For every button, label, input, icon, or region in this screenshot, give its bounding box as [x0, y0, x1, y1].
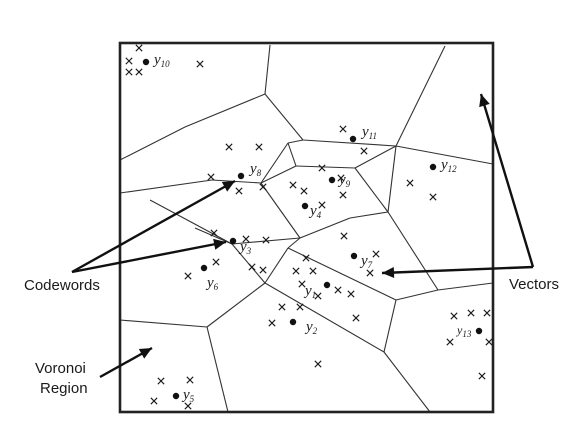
vector-marker: [184, 402, 192, 410]
codeword-label-11: y11: [360, 124, 377, 141]
vector-marker: [207, 173, 215, 181]
codeword-point-7: [350, 252, 358, 260]
vector-marker: [352, 314, 360, 322]
vector-marker: [429, 193, 437, 201]
vector-marker: [255, 143, 263, 151]
vector-marker: [278, 303, 286, 311]
vector-marker: [360, 147, 368, 155]
codeword-point-1: [323, 281, 331, 289]
vector-marker: [314, 292, 322, 300]
codeword-label-1: y1: [303, 283, 316, 300]
vector-marker: [366, 269, 374, 277]
vector-marker: [259, 266, 267, 274]
vector-marker: [300, 187, 308, 195]
vector-marker: [259, 183, 267, 191]
codeword-label-7: y7: [359, 253, 373, 270]
codeword-label-3: y3: [238, 239, 252, 256]
vector-marker: [450, 312, 458, 320]
arrowhead: [382, 267, 395, 279]
vector-marker: [210, 229, 218, 237]
vectors-arrow-up: [479, 93, 535, 268]
arrowhead: [138, 348, 152, 359]
vector-marker: [314, 360, 322, 368]
vector-marker: [318, 201, 326, 209]
vector-marker: [467, 309, 475, 317]
vector-marker: [298, 280, 306, 288]
vector-marker: [212, 258, 220, 266]
vector-marker: [248, 263, 256, 271]
vectors-arrow-left: [381, 265, 534, 275]
vector-marker: [337, 174, 345, 182]
arrowheads: [138, 94, 490, 359]
codeword-label-8: y8: [248, 161, 262, 178]
codeword-point-3: [229, 237, 237, 245]
vector-marker: [135, 68, 143, 76]
voronoi-label-line2: Region: [40, 380, 88, 397]
codeword-label-5: y5: [181, 387, 195, 404]
vector-marker: [262, 236, 270, 244]
codeword-labels: y1 y2 y3 y4 y5 y6 y7 y8 y9 y10 y11 y12 y…: [152, 52, 472, 404]
diagram-frame: [118, 41, 495, 414]
vector-marker: [268, 319, 276, 327]
codeword-label-13: y13: [456, 323, 472, 339]
vector-marker: [135, 44, 143, 52]
codeword-label-4: y4: [308, 203, 322, 220]
codeword-point-5: [172, 392, 180, 400]
vector-marker: [406, 179, 414, 187]
vector-marker: [196, 60, 204, 68]
codeword-label-10: y10: [152, 52, 170, 69]
arrowhead: [479, 94, 490, 108]
vector-marker: [184, 272, 192, 280]
codeword-label-12: y12: [439, 157, 457, 174]
codeword-point-12: [429, 163, 437, 171]
codewords-label: Codewords: [24, 277, 100, 294]
vector-marker: [125, 57, 133, 65]
vector-marker: [296, 303, 304, 311]
vector-marker: [302, 254, 310, 262]
codeword-point-2: [289, 318, 297, 326]
codeword-label-9: y9: [337, 172, 351, 189]
vector-marker: [150, 397, 158, 405]
vector-marker: [340, 232, 348, 240]
vector-marker: [347, 290, 355, 298]
codeword-point-8: [237, 172, 245, 180]
vector-marker: [318, 164, 326, 172]
vector-marker: [339, 191, 347, 199]
codeword-point-13: [475, 327, 483, 335]
codewords-arrow-to-y3: [71, 240, 227, 274]
vector-marker: [309, 267, 317, 275]
vector-marker: [334, 286, 342, 294]
arrowhead: [221, 181, 235, 192]
codeword-point-10: [142, 58, 150, 66]
codewords-arrow-to-y8: [71, 179, 236, 274]
vector-marker: [339, 125, 347, 133]
vector-marker: [186, 376, 194, 384]
vector-marker: [157, 377, 165, 385]
codeword-point-6: [200, 264, 208, 272]
arrowhead: [213, 238, 226, 250]
vector-marker: [485, 338, 493, 346]
voronoi-edges: [119, 44, 494, 413]
vector-marker: [372, 250, 380, 258]
vector-marker: [483, 309, 491, 317]
vector-marker: [292, 267, 300, 275]
vector-marker: [242, 235, 250, 243]
codeword-label-2: y2: [304, 319, 318, 336]
vector-marker: [235, 187, 243, 195]
vector-markers: [125, 44, 493, 410]
annotation-arrows: [71, 93, 535, 379]
codeword-label-6: y6: [205, 275, 219, 292]
vector-marker: [446, 338, 454, 346]
codeword-point-9: [328, 176, 336, 184]
vector-marker: [478, 372, 486, 380]
vectors-label: Vectors: [509, 276, 559, 293]
voronoi-label-line1: Voronoi: [35, 360, 86, 377]
codeword-point-4: [301, 202, 309, 210]
vector-marker: [289, 181, 297, 189]
vector-marker: [225, 143, 233, 151]
codeword-point-11: [349, 135, 357, 143]
codeword-points: [142, 58, 483, 400]
vector-marker: [125, 68, 133, 76]
